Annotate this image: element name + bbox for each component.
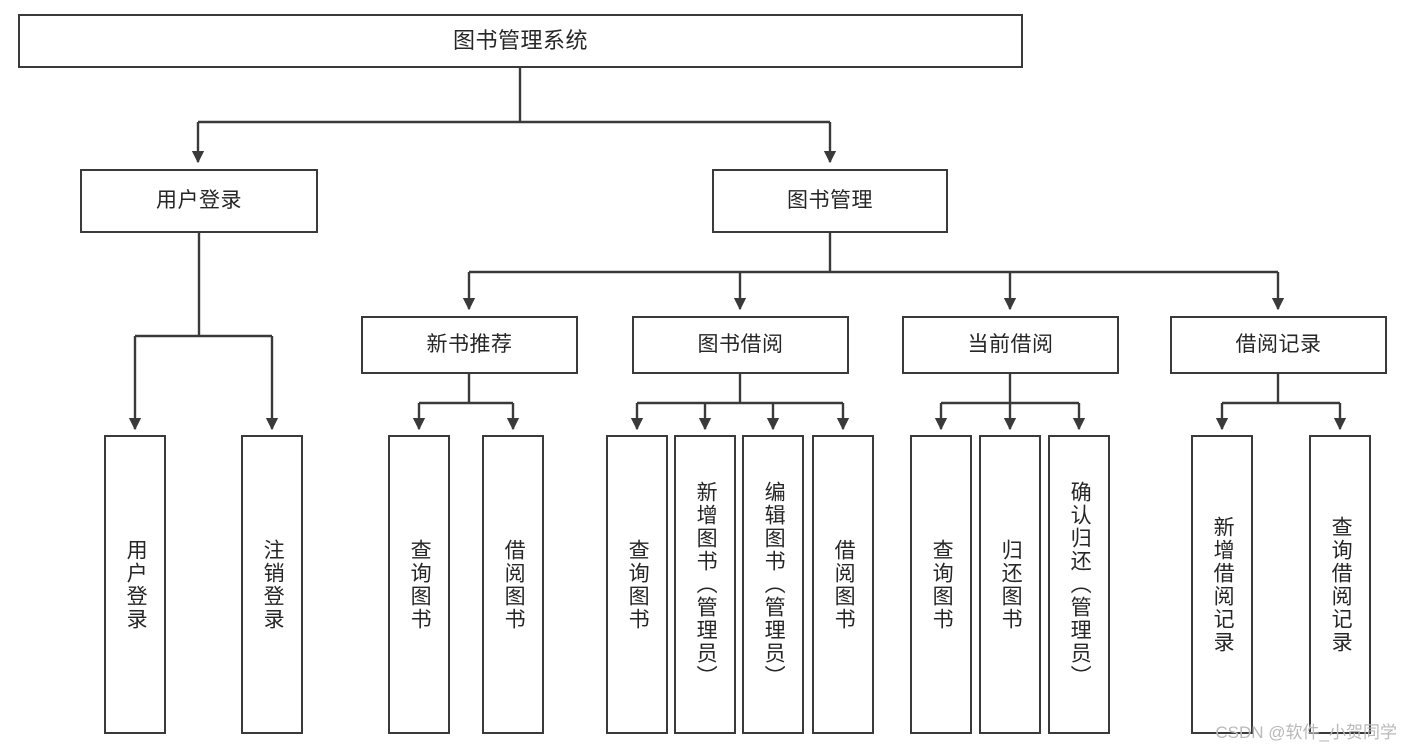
- node-book-borrow[interactable]: 图书借阅: [632, 316, 849, 374]
- node-label: 新书推荐: [426, 332, 513, 356]
- node-leaf-return-book[interactable]: 归还图书: [979, 435, 1041, 734]
- node-leaf-confirm-return[interactable]: 确认归还（管理员）: [1048, 435, 1110, 734]
- node-label: 查询图书: [930, 538, 954, 631]
- node-label: 查询借阅记录: [1329, 515, 1353, 654]
- node-label: 当前借阅: [967, 332, 1054, 356]
- node-leaf-query-record[interactable]: 查询借阅记录: [1309, 435, 1371, 734]
- node-leaf-query-book-3[interactable]: 查询图书: [910, 435, 972, 734]
- node-label: 查询图书: [626, 538, 650, 631]
- node-leaf-user-login[interactable]: 用户登录: [104, 435, 166, 734]
- node-label: 新增借阅记录: [1211, 515, 1235, 654]
- node-label: 用户登录: [156, 188, 242, 212]
- node-current-borrow[interactable]: 当前借阅: [902, 316, 1119, 374]
- node-label: 借阅图书: [832, 538, 856, 631]
- node-label: 图书借阅: [697, 332, 784, 356]
- node-leaf-edit-book[interactable]: 编辑图书（管理员）: [742, 435, 804, 734]
- node-borrow-record[interactable]: 借阅记录: [1170, 316, 1387, 374]
- node-label: 图书管理系统: [452, 27, 588, 53]
- node-label: 归还图书: [999, 538, 1023, 631]
- node-new-book-recommend[interactable]: 新书推荐: [361, 316, 578, 374]
- node-label: 新增图书（管理员）: [694, 481, 718, 688]
- node-leaf-add-book[interactable]: 新增图书（管理员）: [674, 435, 736, 734]
- node-label: 借阅图书: [502, 538, 526, 631]
- node-label: 确认归还（管理员）: [1068, 481, 1092, 688]
- node-label: 编辑图书（管理员）: [762, 481, 786, 688]
- node-leaf-logout-login[interactable]: 注销登录: [241, 435, 303, 734]
- node-leaf-borrow-book-1[interactable]: 借阅图书: [482, 435, 544, 734]
- node-root-system[interactable]: 图书管理系统: [18, 14, 1023, 68]
- node-label: 借阅记录: [1235, 332, 1322, 356]
- node-leaf-query-book-1[interactable]: 查询图书: [388, 435, 450, 734]
- node-label: 查询图书: [408, 538, 432, 631]
- node-book-manage[interactable]: 图书管理: [712, 169, 948, 233]
- node-leaf-add-record[interactable]: 新增借阅记录: [1191, 435, 1253, 734]
- node-label: 用户登录: [124, 538, 148, 631]
- node-leaf-query-book-2[interactable]: 查询图书: [606, 435, 668, 734]
- node-label: 图书管理: [787, 188, 873, 212]
- node-user-login[interactable]: 用户登录: [80, 169, 318, 233]
- node-label: 注销登录: [261, 538, 285, 631]
- node-leaf-borrow-book-2[interactable]: 借阅图书: [812, 435, 874, 734]
- watermark-text: CSDN @软件_小贺同学: [1215, 723, 1397, 742]
